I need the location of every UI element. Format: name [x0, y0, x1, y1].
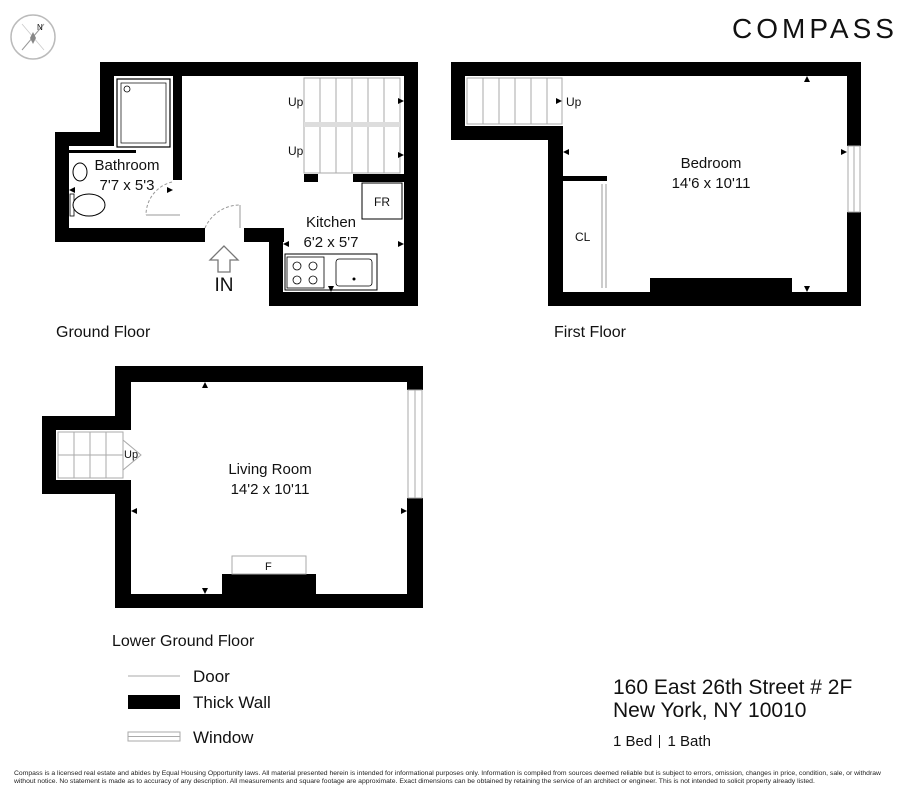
lower-ground-floor-plan: F Up Living Room 14'2 x 10'11 [42, 366, 423, 608]
legend-thick-wall-label: Thick Wall [193, 693, 271, 712]
address-line-2: New York, NY 10010 [613, 699, 807, 722]
room-size-living-room: 14'2 x 10'11 [231, 481, 310, 498]
lower-ground-floor-label: Lower Ground Floor [112, 633, 255, 650]
listing-info: 160 East 26th Street # 2F New York, NY 1… [613, 676, 852, 750]
ground-floor-plan: Up Up FR Bathroom 7'7 x 5'3 Kitchen 6'2 … [55, 62, 418, 306]
address-line-1: 160 East 26th Street # 2F [613, 676, 853, 699]
room-size-bedroom: 14'6 x 10'11 [672, 175, 751, 192]
legend: Door Thick Wall Window [127, 667, 271, 747]
room-name-bedroom: Bedroom [681, 155, 742, 172]
legend-door-label: Door [193, 667, 230, 686]
lower-floor-stair-label: Up [124, 449, 138, 461]
legend-thick-wall-symbol [128, 695, 180, 709]
entry-label: IN [215, 275, 234, 296]
first-floor-stair-label: Up [566, 95, 582, 109]
baths-count: 1 Bath [667, 733, 711, 750]
compass-rose-icon: N [10, 14, 56, 60]
stair-up-label-1: Up [288, 95, 304, 109]
room-size-bathroom: 7'7 x 5'3 [100, 177, 155, 194]
compass-logo: COMPASS [732, 13, 898, 44]
closet-label: CL [575, 230, 591, 244]
room-name-kitchen: Kitchen [306, 214, 356, 231]
stair-up-label-2: Up [288, 144, 304, 158]
north-label: N [37, 23, 43, 32]
fireplace-label: F [265, 561, 272, 573]
first-floor-plan: CL Up Bedroom 14'6 x 10'11 [451, 62, 861, 306]
legal-disclaimer: Compass is a licensed real estate and ab… [14, 770, 881, 786]
room-size-kitchen: 6'2 x 5'7 [304, 234, 359, 251]
room-name-living-room: Living Room [228, 461, 311, 478]
legend-window-label: Window [193, 728, 254, 747]
room-name-bathroom: Bathroom [94, 157, 159, 174]
stats-divider [659, 735, 661, 748]
first-floor-label: First Floor [554, 324, 627, 341]
beds-count: 1 Bed [613, 733, 653, 750]
listing-stats: 1 Bed 1 Bath [613, 733, 852, 750]
fridge-label: FR [374, 195, 390, 209]
entry-arrow-icon [208, 245, 240, 273]
ground-floor-label: Ground Floor [56, 324, 151, 341]
